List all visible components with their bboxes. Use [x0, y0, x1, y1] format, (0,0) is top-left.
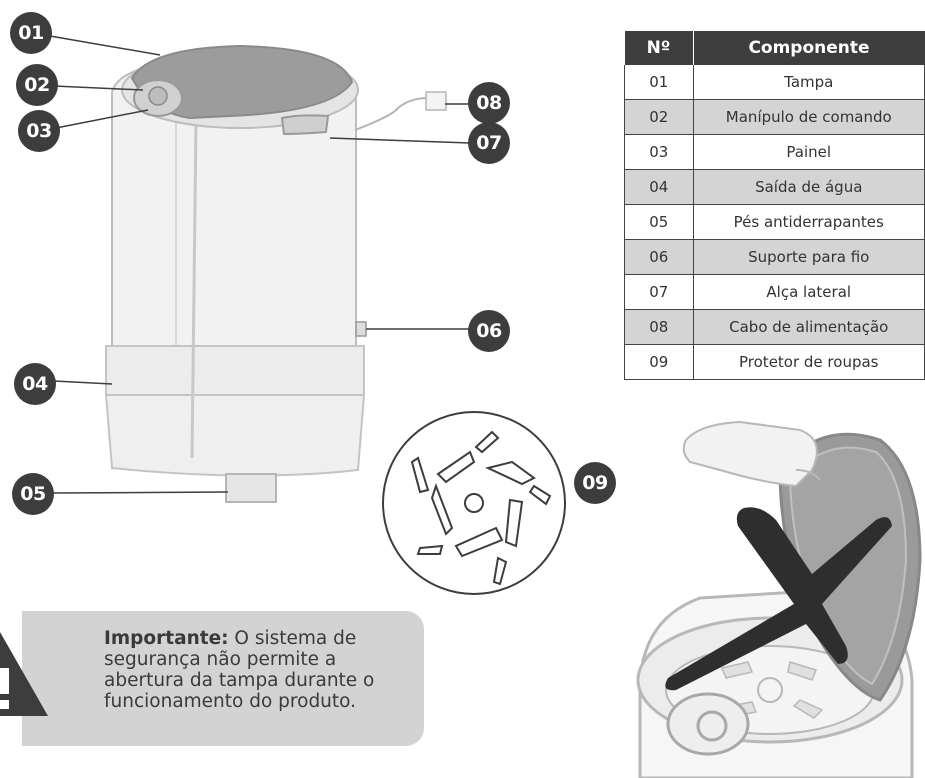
callout-05: 05	[12, 473, 54, 515]
table-row: 08 Cabo de alimentação	[624, 309, 925, 345]
table-row: 02 Manípulo de comando	[624, 99, 925, 135]
row-component: Alça lateral	[693, 274, 925, 310]
table-row: 04 Saída de água	[624, 169, 925, 205]
callout-09: 09	[574, 462, 616, 504]
washer-machine-illustration	[104, 44, 447, 503]
important-note-label: Importante:	[104, 628, 229, 649]
x-mark-icon	[665, 507, 892, 691]
important-note-text: Importante: O sistema de segurança não p…	[104, 628, 414, 712]
table-row: 03 Painel	[624, 134, 925, 170]
row-number: 03	[624, 134, 694, 170]
table-row: 05 Pés antiderrapantes	[624, 204, 925, 240]
warning-triangle-icon	[0, 632, 48, 716]
clothes-protector-illustration	[382, 411, 566, 595]
table-row: 07 Alça lateral	[624, 274, 925, 310]
header-component: Componente	[693, 31, 925, 65]
row-number: 08	[624, 309, 694, 345]
row-number: 06	[624, 239, 694, 275]
row-component: Cabo de alimentação	[693, 309, 925, 345]
callout-02: 02	[16, 64, 58, 106]
callout-08: 08	[468, 82, 510, 124]
table-row: 09 Protetor de roupas	[624, 344, 925, 380]
components-table: Nº Componente 01 Tampa 02 Manípulo de co…	[624, 31, 925, 380]
row-component: Pés antiderrapantes	[693, 204, 925, 240]
row-component: Saída de água	[693, 169, 925, 205]
table-header-row: Nº Componente	[624, 31, 925, 65]
header-number: Nº	[624, 31, 694, 65]
row-component: Protetor de roupas	[693, 344, 925, 380]
callout-06: 06	[468, 310, 510, 352]
callout-07: 07	[468, 122, 510, 164]
open-lid-warning-illustration	[636, 420, 922, 778]
row-number: 04	[624, 169, 694, 205]
row-number: 09	[624, 344, 694, 380]
important-note: Importante: O sistema de segurança não p…	[22, 611, 424, 746]
callout-01: 01	[10, 12, 52, 54]
callout-03: 03	[18, 110, 60, 152]
row-component: Tampa	[693, 65, 925, 100]
row-component: Suporte para fio	[693, 239, 925, 275]
row-number: 01	[624, 65, 694, 100]
row-number: 07	[624, 274, 694, 310]
table-row: 06 Suporte para fio	[624, 239, 925, 275]
row-component: Manípulo de comando	[693, 99, 925, 135]
row-number: 05	[624, 204, 694, 240]
row-number: 02	[624, 99, 694, 135]
callout-04: 04	[14, 363, 56, 405]
row-component: Painel	[693, 134, 925, 170]
table-row: 01 Tampa	[624, 65, 925, 100]
important-note-body: O sistema de segurança não permite a abe…	[104, 628, 375, 712]
